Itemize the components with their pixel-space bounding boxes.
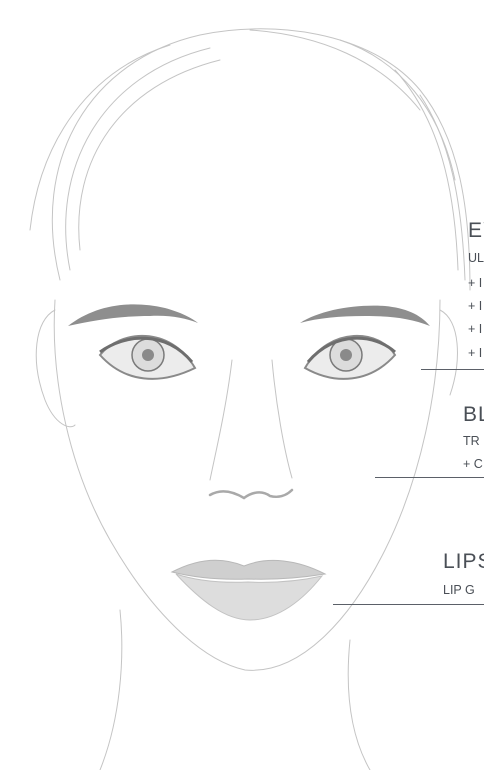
- right-eyebrow: [300, 306, 430, 326]
- eyes-pointer-line: [421, 369, 484, 370]
- neck-right: [348, 640, 370, 770]
- blush-pointer-line: [375, 477, 484, 478]
- blush-heading: BL: [463, 403, 484, 427]
- lips: [172, 560, 325, 620]
- nose-bridge-right: [272, 360, 292, 478]
- left-eyebrow: [68, 304, 198, 326]
- left-ear: [36, 310, 75, 427]
- eyes-line: + I: [468, 299, 482, 313]
- hair-strand: [66, 48, 210, 270]
- lips-heading: LIPS: [443, 550, 484, 574]
- nose-bridge-left: [210, 360, 232, 480]
- hair-strand: [420, 95, 465, 280]
- hair-strand: [79, 60, 220, 250]
- neck-left: [100, 610, 122, 770]
- eyes-line: + I: [468, 346, 482, 360]
- hair-strand: [340, 40, 455, 180]
- lips-line: LIP G: [443, 583, 475, 597]
- hair-strand: [395, 70, 458, 270]
- left-eye: [100, 336, 195, 379]
- blush-line: + C: [463, 457, 483, 471]
- eyes-heading: EY: [468, 219, 484, 243]
- eyes-line: + I: [468, 322, 482, 336]
- eyes-line: + I: [468, 276, 482, 290]
- lips-pointer-line: [333, 604, 484, 605]
- blush-line: TR: [463, 434, 480, 448]
- eyes-line: UL: [468, 251, 484, 265]
- hair-outline: [52, 29, 470, 290]
- right-ear: [440, 310, 457, 395]
- nose-base: [210, 490, 292, 498]
- right-eye: [305, 336, 395, 379]
